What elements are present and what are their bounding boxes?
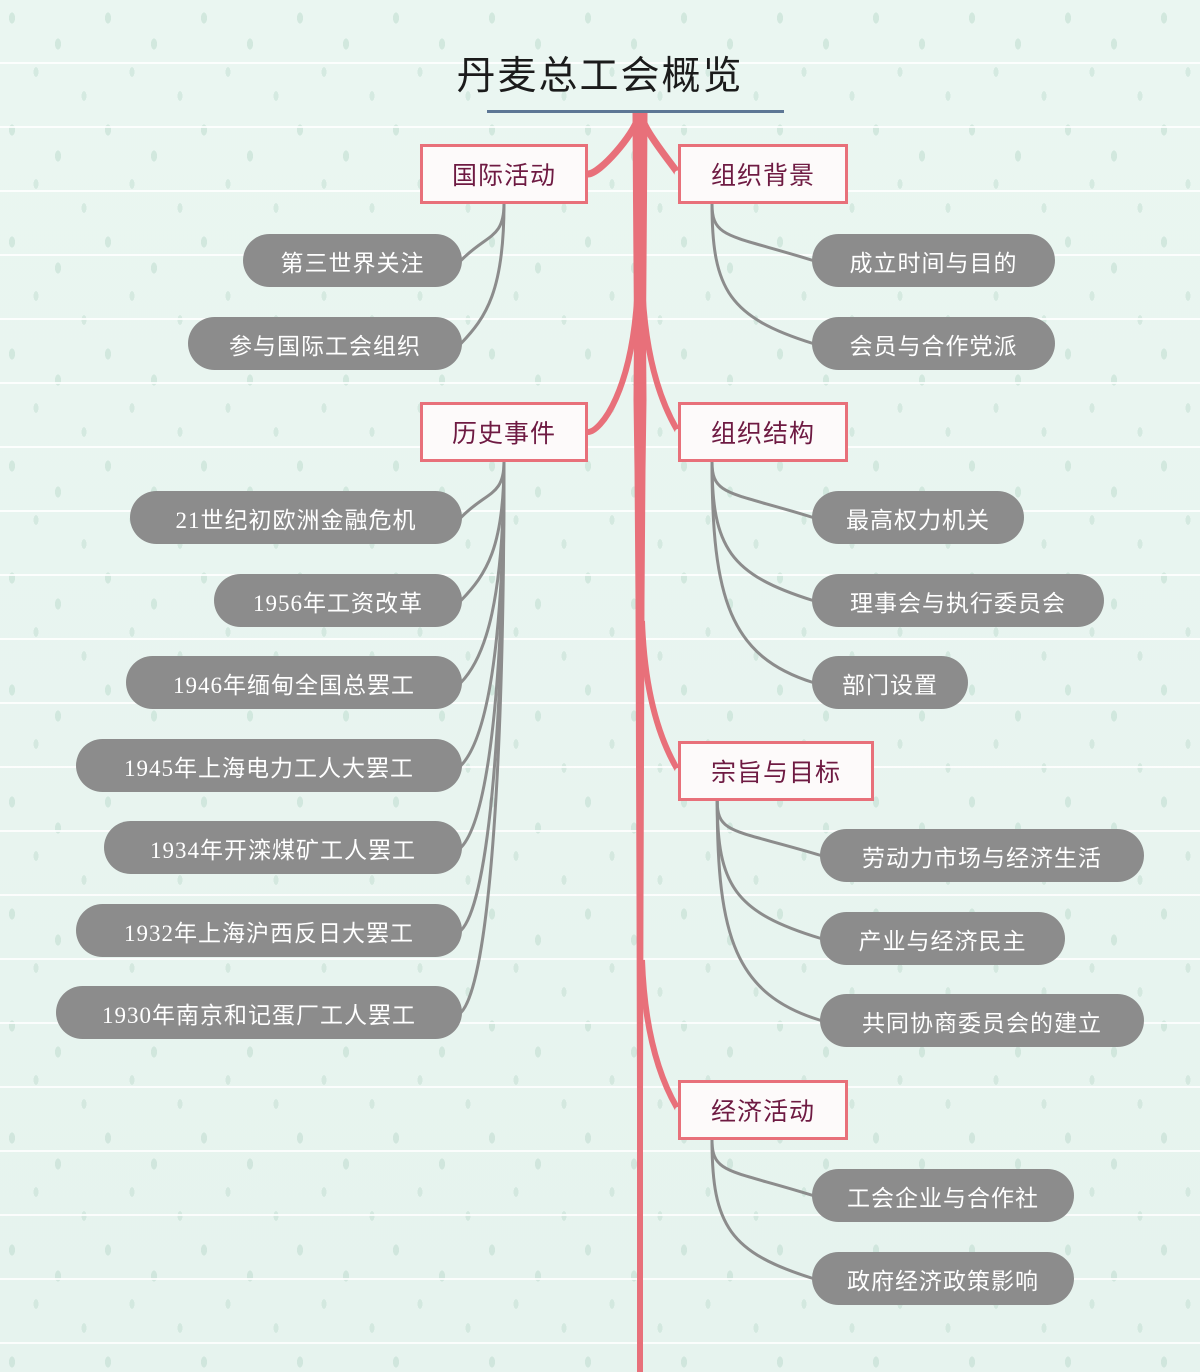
leaf-node-label: 部门设置 [842, 672, 938, 698]
branch-node-label: 组织结构 [710, 421, 815, 448]
leaf-node-label: 参与国际工会组织 [229, 333, 421, 359]
leaf-node[interactable]: 1932年上海沪西反日大罢工 [76, 904, 462, 957]
leaf-node-label: 21世纪初欧洲金融危机 [175, 507, 417, 533]
leaf-connector [710, 1138, 815, 1197]
leaf-node[interactable]: 1930年南京和记蛋厂工人罢工 [56, 986, 462, 1039]
leaf-connector [710, 202, 815, 345]
leaf-node[interactable]: 部门设置 [812, 656, 968, 709]
leaf-node-label: 工会企业与合作社 [847, 1185, 1039, 1211]
leaf-connector [459, 460, 506, 767]
branch-connectors [587, 116, 682, 1113]
branch-node-purpose-and-goals[interactable]: 宗旨与目标 [678, 741, 874, 801]
leaf-node-label: 成立时间与目的 [849, 250, 1018, 276]
branch-node-international-activity[interactable]: 国际活动 [420, 144, 588, 204]
leaf-node[interactable]: 理事会与执行委员会 [812, 574, 1104, 627]
leaf-node-label: 1946年缅甸全国总罢工 [173, 672, 415, 698]
leaf-node-label: 共同协商委员会的建立 [862, 1010, 1102, 1036]
leaf-node[interactable]: 21世纪初欧洲金融危机 [130, 491, 462, 544]
branch-node-organization-background[interactable]: 组织背景 [678, 144, 848, 204]
leaf-connector [459, 202, 506, 345]
leaf-connector [710, 460, 815, 519]
branch-node-label: 经济活动 [710, 1099, 815, 1126]
branch-node-economic-activity[interactable]: 经济活动 [678, 1080, 848, 1140]
leaf-connector [459, 460, 506, 849]
branch-node-label: 国际活动 [451, 163, 556, 190]
leaf-node-label: 1956年工资改革 [253, 590, 423, 616]
leaf-connector [715, 799, 823, 857]
page-title: 丹麦总工会概览 [0, 55, 1200, 99]
leaf-connector [459, 460, 506, 932]
leaf-node-label: 第三世界关注 [280, 250, 425, 276]
branch-connector-historical-events [587, 281, 641, 435]
leaf-connector [459, 460, 506, 1014]
branch-node-label: 组织背景 [710, 163, 815, 190]
leaf-node[interactable]: 工会企业与合作社 [812, 1169, 1074, 1222]
leaf-connector [715, 799, 823, 940]
leaf-connector [710, 460, 815, 602]
leaf-node-label: 会员与合作党派 [849, 333, 1018, 359]
branch-connector-purpose-and-goals [639, 620, 682, 774]
branch-node-historical-events[interactable]: 历史事件 [420, 402, 588, 462]
leaf-node[interactable]: 最高权力机关 [812, 491, 1024, 544]
leaf-node-label: 1934年开滦煤矿工人罢工 [150, 837, 416, 863]
leaf-node-label: 最高权力机关 [846, 507, 990, 533]
central-trunk [632, 113, 648, 1372]
leaf-node[interactable]: 会员与合作党派 [812, 317, 1055, 370]
trunk-stem [632, 113, 648, 1372]
leaf-connector [459, 460, 506, 684]
leaf-node[interactable]: 1934年开滦煤矿工人罢工 [104, 821, 462, 874]
leaf-connector [710, 460, 815, 684]
branch-node-label: 历史事件 [451, 421, 556, 448]
leaf-connector [459, 460, 506, 519]
leaf-node-label: 劳动力市场与经济生活 [862, 845, 1102, 871]
branch-connector-organization-structure [639, 281, 682, 435]
page-title-text: 丹麦总工会概览 [456, 55, 744, 98]
leaf-connector [459, 202, 506, 262]
leaf-connector [710, 1138, 815, 1280]
branch-connector-economic-activity [639, 959, 682, 1113]
branch-connector-international-activity [587, 116, 642, 178]
title-underline [487, 110, 784, 113]
leaf-node[interactable]: 劳动力市场与经济生活 [820, 829, 1144, 882]
leaf-connector [459, 460, 506, 602]
leaf-node[interactable]: 共同协商委员会的建立 [820, 994, 1144, 1047]
leaf-node-label: 政府经济政策影响 [847, 1268, 1039, 1294]
leaf-node[interactable]: 1946年缅甸全国总罢工 [126, 656, 462, 709]
leaf-node[interactable]: 政府经济政策影响 [812, 1252, 1074, 1305]
leaf-node-label: 1932年上海沪西反日大罢工 [124, 920, 414, 946]
leaf-node-label: 1945年上海电力工人大罢工 [124, 755, 414, 781]
branch-connector-organization-background [638, 116, 682, 178]
leaf-node[interactable]: 1956年工资改革 [214, 574, 462, 627]
leaf-node-label: 1930年南京和记蛋厂工人罢工 [102, 1002, 416, 1028]
leaf-node[interactable]: 成立时间与目的 [812, 234, 1055, 287]
leaf-connector [710, 202, 815, 262]
leaf-node-label: 产业与经济民主 [858, 928, 1027, 954]
branch-node-label: 宗旨与目标 [710, 760, 841, 787]
leaf-node-label: 理事会与执行委员会 [850, 590, 1066, 616]
leaf-connector [715, 799, 823, 1022]
branch-node-organization-structure[interactable]: 组织结构 [678, 402, 848, 462]
leaf-node[interactable]: 1945年上海电力工人大罢工 [76, 739, 462, 792]
leaf-node[interactable]: 产业与经济民主 [820, 912, 1065, 965]
leaf-node[interactable]: 参与国际工会组织 [188, 317, 462, 370]
leaf-node[interactable]: 第三世界关注 [243, 234, 462, 287]
